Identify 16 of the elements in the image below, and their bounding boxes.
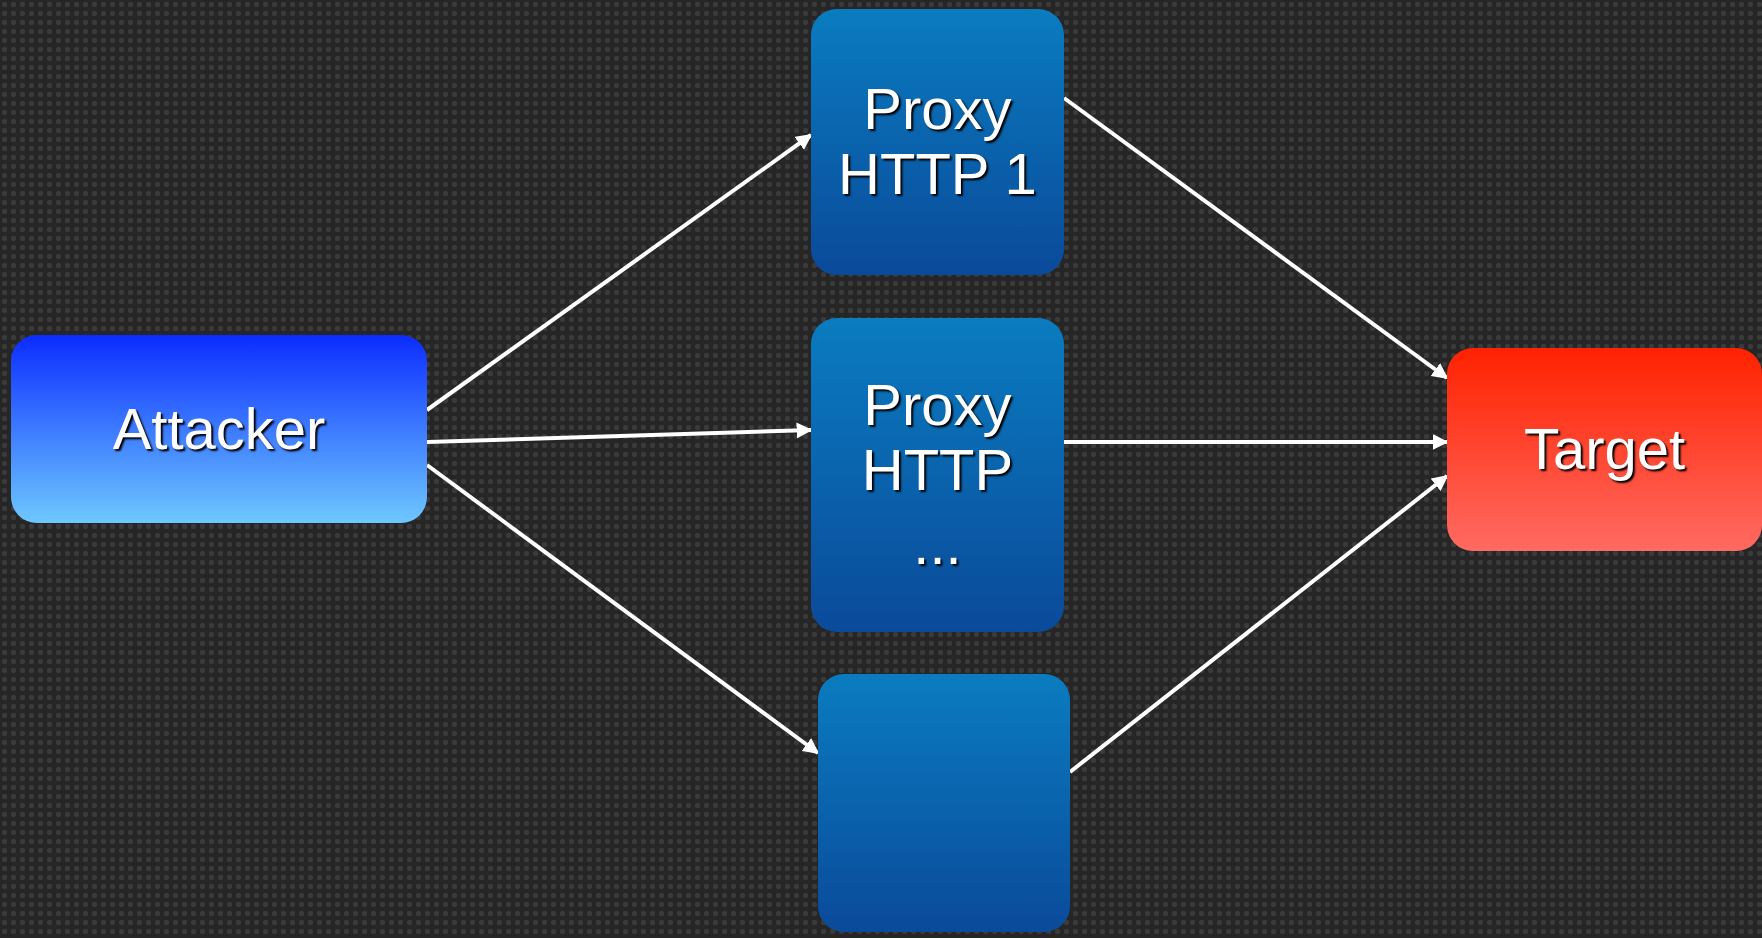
arrow — [1064, 434, 1449, 450]
rounded-box — [11, 335, 427, 523]
rounded-box — [1447, 348, 1762, 551]
node-label: Proxy HTTP — [860, 372, 1015, 503]
rounded-box — [811, 318, 1064, 632]
arrow — [426, 422, 813, 444]
node-label: Proxy HTTP 1 — [837, 77, 1038, 207]
node-label: Attacker — [112, 396, 326, 462]
arrow — [1068, 474, 1449, 774]
arrow — [1062, 96, 1449, 380]
node-label: Target — [1523, 417, 1686, 482]
rounded-box — [811, 9, 1064, 275]
arrow — [425, 463, 820, 755]
empty-box — [818, 674, 1070, 932]
arrow — [425, 133, 813, 412]
node-label: ... — [913, 512, 962, 578]
